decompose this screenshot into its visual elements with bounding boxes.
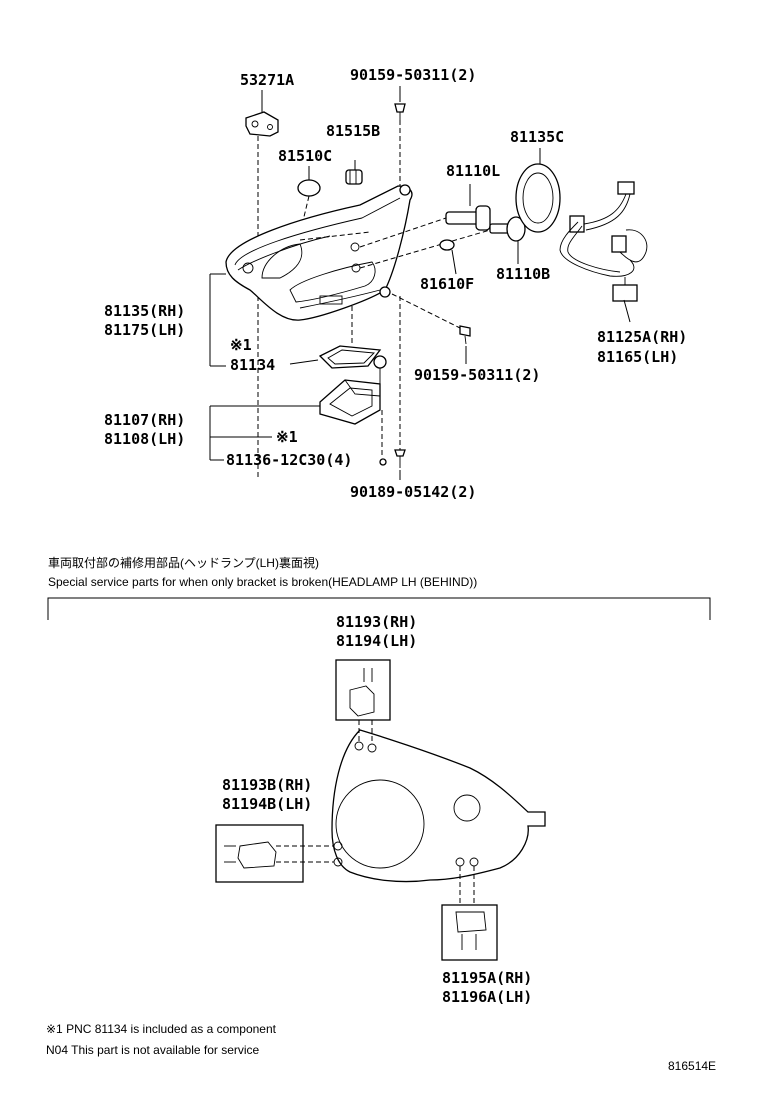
label-81135-rh: 81135(RH) <box>104 302 185 320</box>
label-90189: 90189-05142(2) <box>350 483 476 501</box>
headlamp-housing-drawing <box>225 184 413 321</box>
socket-81515b-drawing <box>345 169 363 185</box>
label-81515b: 81515B <box>326 122 380 140</box>
ballast-unit-drawing <box>319 355 387 425</box>
headlamp-assembly-drawing <box>225 103 648 480</box>
bracket-81193-drawing <box>335 659 391 721</box>
bracket-81195a-drawing <box>441 904 498 961</box>
mark-note1-b: ※1 <box>276 428 298 446</box>
label-81194b-lh: 81194B(LH) <box>222 795 312 813</box>
gasket-81134-drawing <box>318 345 382 369</box>
label-81610f: 81610F <box>420 275 474 293</box>
bracket-53271a-drawing <box>245 111 279 137</box>
figure-id: 816514E <box>668 1059 716 1073</box>
clip-81610f-drawing <box>439 239 455 251</box>
bracket-81193b-drawing <box>215 824 304 883</box>
label-90159-mid: 90159-50311(2) <box>414 366 540 384</box>
bulb-81110b-drawing <box>489 216 526 264</box>
section-bracket <box>47 597 711 620</box>
label-81135c: 81135C <box>510 128 564 146</box>
screw-90189-drawing <box>394 449 406 468</box>
label-81194-lh: 81194(LH) <box>336 632 417 650</box>
footnote-1: ※1 PNC 81134 is included as a component <box>46 1022 277 1036</box>
label-81136: 81136-12C30(4) <box>226 451 352 469</box>
label-81193-rh: 81193(RH) <box>336 613 417 631</box>
wire-harness-drawing <box>559 181 648 323</box>
screw-90159-mid-drawing <box>459 325 471 345</box>
label-81165-lh: 81165(LH) <box>597 348 678 366</box>
label-81195a-rh: 81195A(RH) <box>442 969 532 987</box>
label-81110l: 81110L <box>446 162 500 180</box>
label-53271a: 53271A <box>240 71 294 89</box>
label-81134: 81134 <box>230 356 275 374</box>
cap-81510c-drawing <box>297 179 321 197</box>
label-81193b-rh: 81193B(RH) <box>222 776 312 794</box>
label-81110b: 81110B <box>496 265 550 283</box>
rear-cap-81135c-drawing <box>515 148 561 233</box>
mark-note1-a: ※1 <box>230 336 252 354</box>
label-81175-lh: 81175(LH) <box>104 321 185 339</box>
section-title-jp: 車両取付部の補修用部品(ヘッドランプ(LH)裏面視) <box>48 555 319 570</box>
label-81107-rh: 81107(RH) <box>104 411 185 429</box>
section-title-en: Special service parts for when only brac… <box>48 575 477 589</box>
footnote-2: N04 This part is not available for servi… <box>46 1043 260 1057</box>
label-90159-top: 90159-50311(2) <box>350 66 476 84</box>
housing-rear-view-drawing <box>331 729 546 883</box>
screw-90159-top-drawing <box>394 103 406 120</box>
label-81510c: 81510C <box>278 147 332 165</box>
bulb-81110l-drawing <box>445 184 491 231</box>
label-81125a-rh: 81125A(RH) <box>597 328 687 346</box>
label-81196a-lh: 81196A(LH) <box>442 988 532 1006</box>
label-81108-lh: 81108(LH) <box>104 430 185 448</box>
